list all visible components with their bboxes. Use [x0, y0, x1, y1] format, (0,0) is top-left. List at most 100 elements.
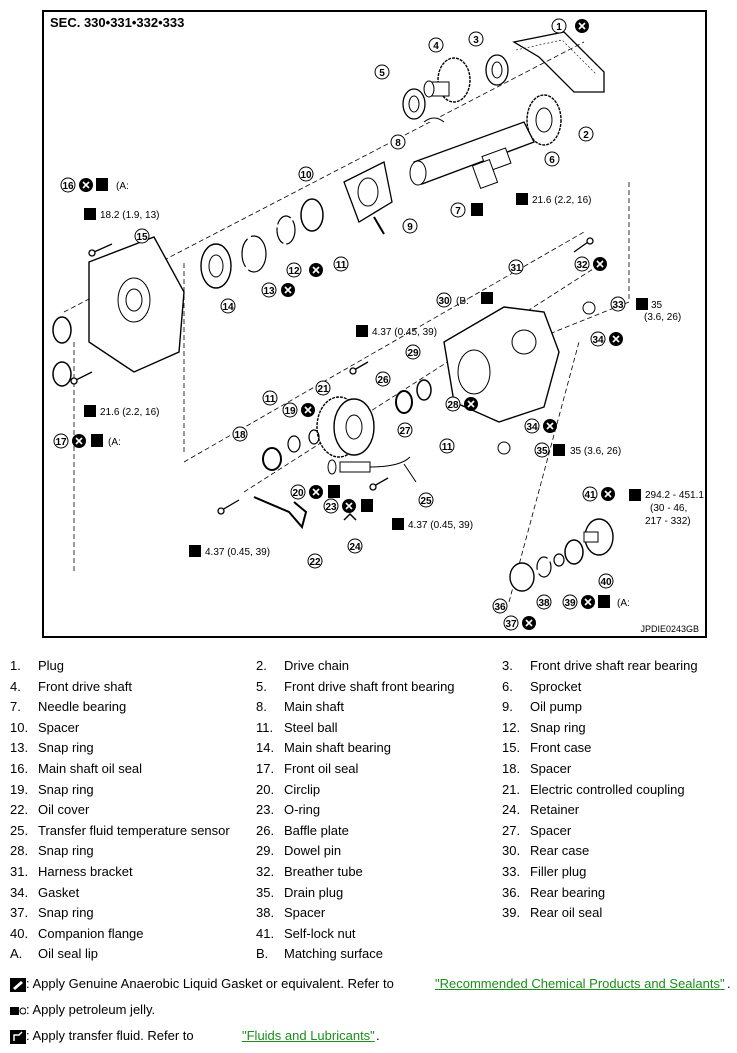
section-title: SEC. 330•331•332•333: [50, 15, 185, 30]
svg-text:19: 19: [284, 406, 296, 417]
svg-text:10: 10: [300, 170, 312, 181]
callout-16: 16: [60, 177, 76, 193]
filler-plug: [582, 301, 596, 315]
callout-28: 28: [445, 396, 461, 412]
svg-text:40: 40: [600, 577, 612, 588]
callout-37: 37: [503, 615, 519, 631]
main-shaft: [409, 121, 535, 186]
legend-item-number: 33.: [502, 864, 521, 879]
torque-label-35: 35 (3.6, 26): [570, 446, 621, 457]
legend-item-number: 8.: [256, 699, 267, 715]
svg-text:39: 39: [564, 598, 576, 609]
svg-text:27: 27: [399, 426, 411, 437]
electric-controlled-coupling: [316, 396, 375, 458]
legend-item-number: 13.: [10, 740, 29, 756]
oil-pump: [343, 161, 393, 235]
legend-item-label: Main shaft bearing: [284, 740, 391, 756]
callout-24: 24: [347, 538, 363, 554]
legend-item-number: 29.: [256, 843, 275, 859]
legend-item-label: Filler plug: [530, 864, 587, 879]
legend-item-label: Drain plug: [284, 884, 344, 900]
torque-label-41c: 217 - 332): [645, 516, 691, 527]
callout-33: 33: [610, 296, 626, 312]
legend-item-number: 41.: [256, 925, 275, 941]
svg-text:30: 30: [438, 296, 450, 307]
svg-text:28: 28: [447, 400, 459, 411]
sprocket: [526, 94, 562, 146]
oil-cover: [253, 496, 308, 530]
legend-item-label: Oil cover: [38, 802, 90, 818]
mark-16: (A:: [116, 181, 129, 192]
fluids-and-lubricants-link[interactable]: "Fluids and Lubricants": [242, 1028, 375, 1043]
legend-item-label: Transfer fluid temperature sensor: [38, 822, 230, 838]
main-shaft-bearing: [200, 243, 232, 289]
spacer-38: [553, 553, 565, 567]
legend-item-number: 14.: [256, 740, 275, 756]
svg-text:1: 1: [556, 22, 562, 33]
callout-1: 1: [551, 18, 567, 34]
legend-item-number: 37.: [10, 905, 29, 921]
legend-item-number: 24.: [502, 802, 521, 818]
torque-label-bracket: 4.37 (0.45, 39): [205, 547, 270, 558]
legend-item-label: Retainer: [530, 802, 580, 818]
callout-14: 14: [220, 298, 236, 314]
spacer-18: [262, 447, 282, 471]
legend-item-number: 25.: [10, 822, 29, 838]
front-oil-seal: [52, 361, 72, 387]
snap-ring-28: [416, 379, 432, 401]
legend-item-number: 16.: [10, 761, 29, 776]
legend-item-label: Front drive shaft: [38, 678, 132, 694]
recommended-chemical-products-link[interactable]: "Recommended Chemical Products and Seala…: [435, 976, 725, 991]
torque-label-sensor: 4.37 (0.45, 39): [408, 520, 473, 531]
exploded-view-diagram: 1 2 3 4 5 6 7 8 9 10 11 12 13 14 15 16 1…: [52, 18, 704, 631]
legend-item-number: 3.: [502, 658, 513, 673]
liquid-gasket-icon: [10, 977, 26, 992]
svg-text:23: 23: [325, 502, 337, 513]
symbol-icons: [84, 178, 648, 608]
legend-item-number: 31.: [10, 864, 29, 879]
legend-item-label: Snap ring: [38, 843, 94, 859]
callout-numbers: 1 2 3 4 5 6 7 8 9 10 11 12 13 14 15 16 1…: [53, 18, 626, 631]
legend-item-label: Needle bearing: [38, 699, 127, 715]
legend-item-number: 34.: [10, 884, 29, 900]
front-drive-shaft: [423, 57, 471, 103]
svg-text:25: 25: [420, 496, 432, 507]
legend-item-number: 5.: [256, 678, 267, 694]
legend-item-label: Companion flange: [38, 925, 144, 941]
svg-text:12: 12: [288, 266, 300, 277]
callout-31: 31: [508, 259, 524, 275]
svg-text:2: 2: [583, 130, 589, 141]
svg-text:29: 29: [407, 348, 419, 359]
callout-2: 2: [578, 126, 594, 142]
legend-item-number: 35.: [256, 884, 275, 900]
callout-39: 39: [562, 594, 578, 610]
svg-text:9: 9: [407, 222, 413, 233]
legend-item-number: 4.: [10, 678, 21, 694]
legend-item-number: 17.: [256, 761, 275, 776]
legend-item-label: Electric controlled coupling: [530, 781, 685, 797]
callout-10: 10: [298, 166, 314, 182]
legend-item-label: Matching surface: [284, 946, 383, 962]
legend-item-label: Breather tube: [284, 864, 363, 879]
svg-text:15: 15: [136, 232, 148, 243]
legend-item-number: 7.: [10, 699, 21, 715]
svg-text:37: 37: [505, 619, 517, 630]
legend-item-number: 40.: [10, 925, 29, 941]
torque-label-16: 18.2 (1.9, 13): [100, 210, 159, 221]
note-gasket-period: .: [727, 976, 731, 991]
legend-item-number: 10.: [10, 719, 29, 735]
legend-item-label: Self-lock nut: [284, 925, 356, 941]
mark-17: (A:: [108, 437, 121, 448]
rear-case: [443, 306, 560, 423]
torque-label-41a: 294.2 - 451.1: [645, 490, 704, 501]
callout-29: 29: [405, 344, 421, 360]
callout-5: 5: [374, 64, 390, 80]
callout-34a: 34: [590, 331, 606, 347]
legend-item-label: Baffle plate: [284, 822, 349, 838]
snap-ring-19: [287, 435, 301, 453]
callout-23: 23: [323, 498, 339, 514]
legend-item-label: Circlip: [284, 781, 321, 797]
legend-item-label: Snap ring: [38, 905, 94, 921]
callout-40: 40: [598, 573, 614, 589]
callout-15: 15: [134, 228, 150, 244]
